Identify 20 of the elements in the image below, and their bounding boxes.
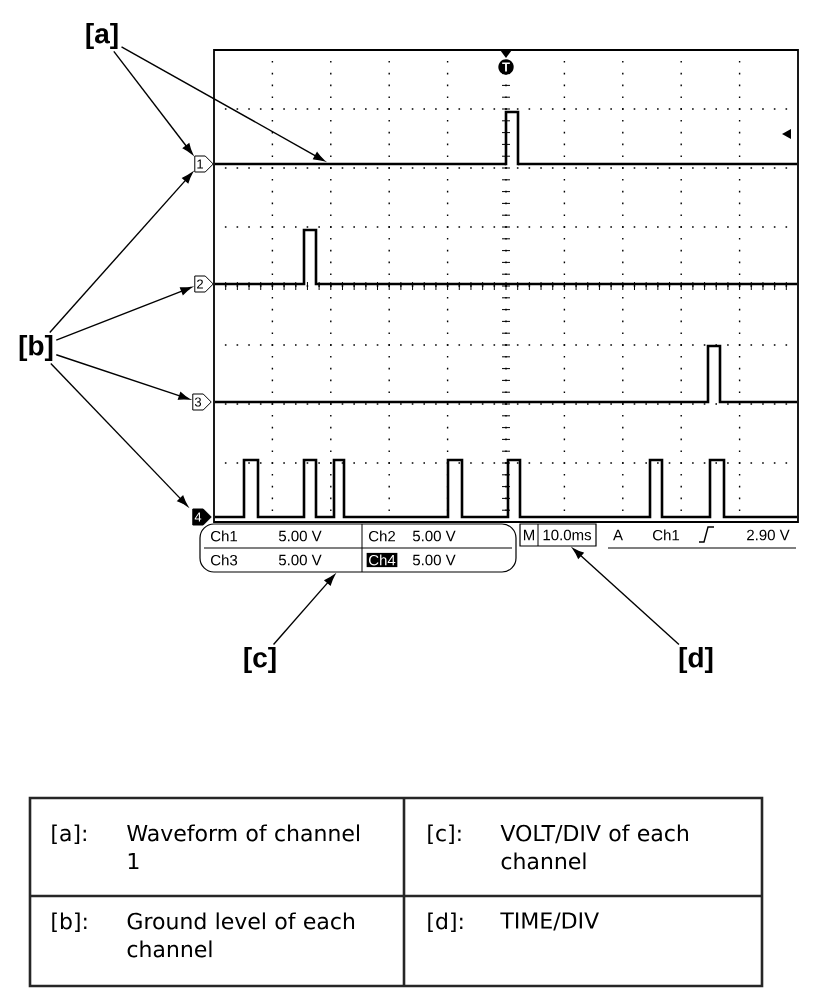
leader-arrow (49, 172, 193, 334)
leader-arrow (55, 354, 190, 400)
leader-arrow (50, 362, 188, 507)
leader-arrow (113, 50, 193, 155)
key-letter: [d]: (428, 912, 463, 932)
callout-label: [c] (244, 646, 276, 674)
leader-arrow (120, 46, 325, 162)
leader-arrow (55, 286, 192, 341)
key-letter: [c]: (428, 824, 461, 844)
key-letter: [a]: (52, 824, 86, 844)
description-text: Waveform of channel 1 (127, 824, 359, 870)
description-text: Ground level of each channel (127, 912, 354, 958)
callout-label: [d] (679, 646, 713, 674)
key-letter: [b]: (52, 912, 87, 932)
leader-arrow (272, 574, 335, 646)
description-text: TIME/DIV (500, 912, 599, 931)
callout-label: [b] (19, 334, 53, 362)
leader-arrow (572, 548, 680, 646)
description-text: VOLT/DIV of each channel (500, 824, 688, 870)
callout-label: [a] (86, 22, 118, 50)
